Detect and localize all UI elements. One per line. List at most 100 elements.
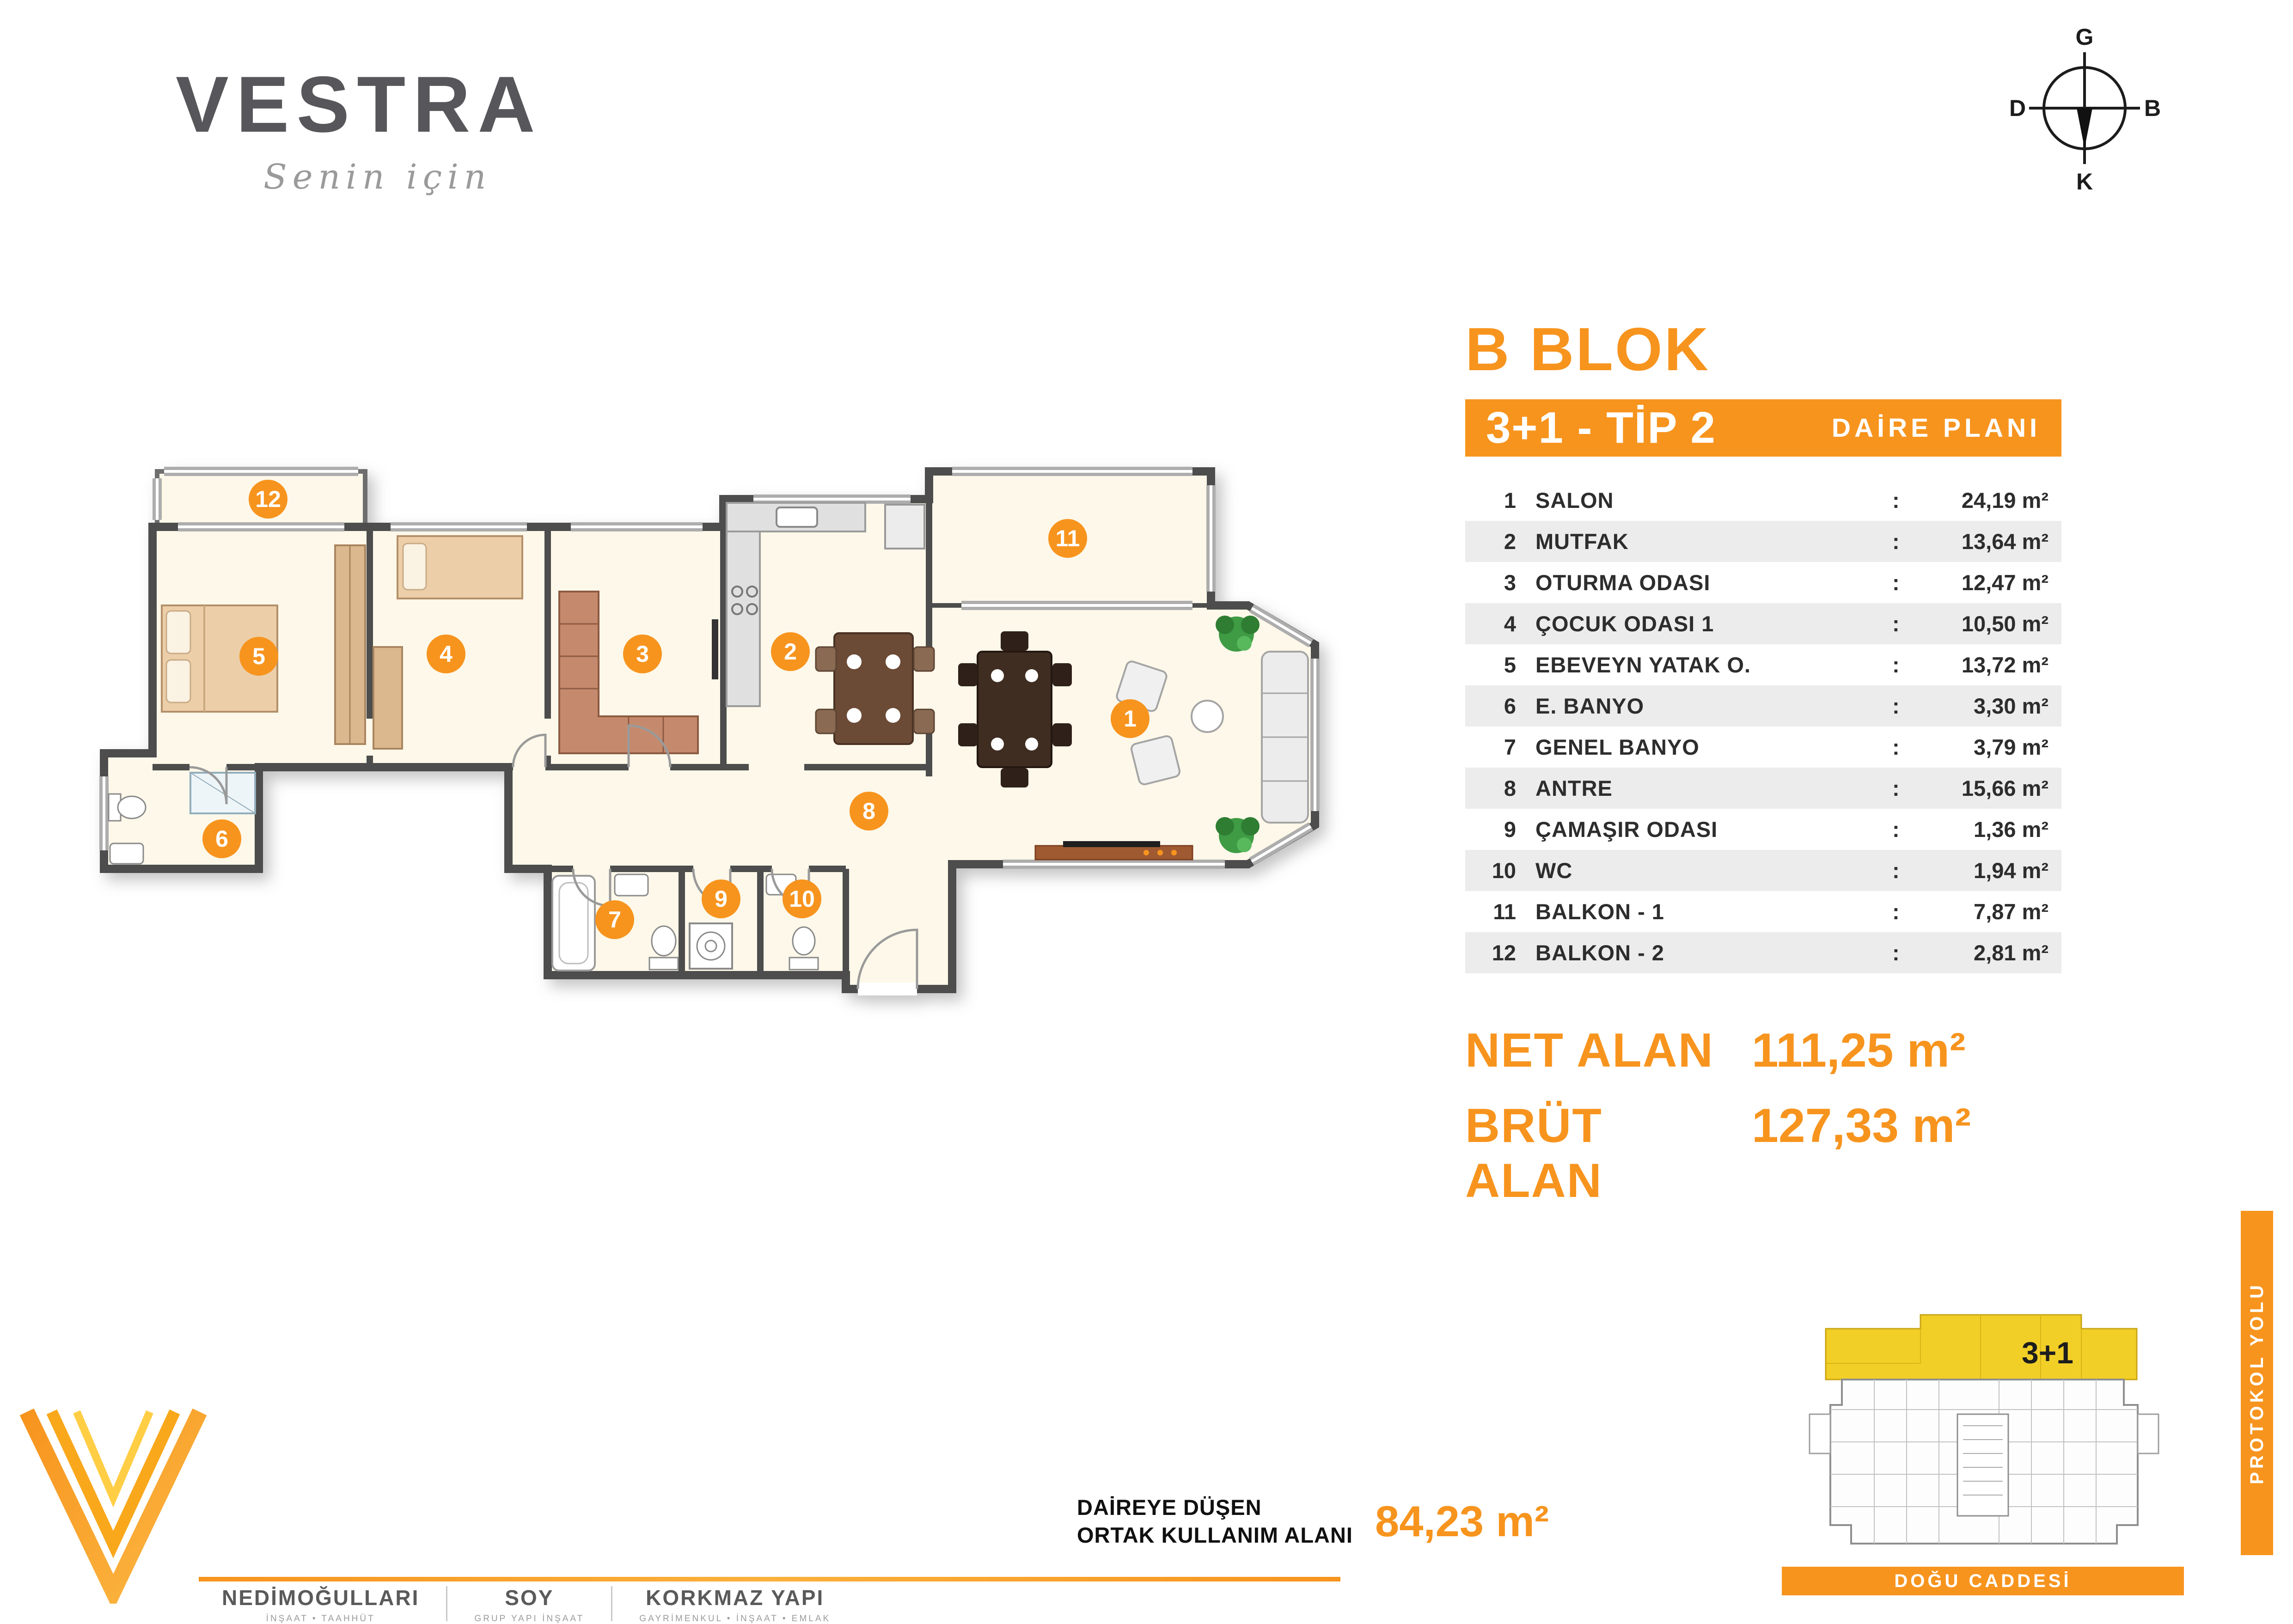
brand-block: VESTRA Senin için bbox=[176, 65, 543, 197]
compass-rose: G K D B bbox=[2009, 25, 2161, 195]
svg-text:2: 2 bbox=[784, 639, 797, 665]
svg-text:8: 8 bbox=[862, 798, 875, 824]
room-badge-1: 1 bbox=[1111, 699, 1150, 738]
room-number: 8 bbox=[1504, 776, 1516, 800]
room-number: 4 bbox=[1504, 611, 1516, 636]
svg-text:12: 12 bbox=[255, 486, 281, 512]
room-badge-6: 6 bbox=[202, 819, 241, 858]
stove-burner bbox=[731, 586, 743, 598]
plate bbox=[886, 654, 900, 669]
room-badge-10: 10 bbox=[783, 879, 821, 918]
entry-opening bbox=[858, 983, 917, 995]
table-row: 7 GENEL BANYO :3,79 m² bbox=[1465, 727, 2061, 768]
gross-area-value: 127,33 m² bbox=[1752, 1099, 1971, 1153]
room-name: BALKON - 2 bbox=[1535, 940, 1664, 965]
plant bbox=[1216, 817, 1260, 853]
street-bottom-bar: DOĞU CADDESİ bbox=[1782, 1567, 2184, 1595]
colon: : bbox=[1892, 858, 1900, 883]
window-glass-lines bbox=[103, 470, 1316, 866]
company-subtitle: GRUP YAPI İNŞAAT bbox=[474, 1614, 585, 1624]
sink bbox=[776, 507, 818, 528]
colon: : bbox=[1892, 940, 1900, 965]
room-name: SALON bbox=[1535, 488, 1614, 513]
room-area: 13,64 m² bbox=[1961, 529, 2048, 554]
svg-text:11: 11 bbox=[1056, 525, 1080, 551]
colon: : bbox=[1892, 817, 1900, 842]
chair bbox=[1001, 631, 1028, 651]
stove-burner bbox=[746, 586, 758, 598]
common-area-note: DAİREYE DÜŞEN ORTAK KULLANIM ALANI 84,23… bbox=[1077, 1494, 1549, 1549]
company-name: SOY bbox=[505, 1586, 554, 1610]
interior-walls bbox=[153, 471, 932, 989]
room-badges: 1 2 3 4 5 6 7 8 9 10 11 12 bbox=[202, 480, 1150, 939]
room-number: 10 bbox=[1492, 858, 1516, 883]
side-balcony bbox=[2137, 1413, 2159, 1454]
highlighted-unit bbox=[1825, 1314, 2138, 1380]
plate bbox=[886, 708, 900, 723]
building-core bbox=[1957, 1413, 2009, 1517]
room-number: 7 bbox=[1504, 735, 1516, 759]
side-balcony bbox=[1809, 1413, 1831, 1454]
table-row: 9 ÇAMAŞIR ODASI :1,36 m² bbox=[1465, 809, 2061, 850]
plan-label: DAİRE PLANI bbox=[1831, 413, 2041, 443]
type-bar: 3+1 - TİP 2 DAİRE PLANI bbox=[1465, 399, 2061, 457]
table-row: 2 MUTFAK :13,64 m² bbox=[1465, 521, 2061, 562]
company-block: KORKMAZ YAPI GAYRİMENKUL • İNŞAAT • EMLA… bbox=[639, 1585, 831, 1624]
pillow bbox=[165, 610, 191, 654]
room-table: 1 SALON :24,19 m² 2 MUTFAK :13,64 m² 3 O… bbox=[1465, 480, 2061, 973]
stove-burner bbox=[731, 603, 743, 615]
room-badge-3: 3 bbox=[623, 635, 662, 673]
room-name: ÇOCUK ODASI 1 bbox=[1535, 611, 1714, 636]
building-locator: 3+1 bbox=[1809, 1314, 2159, 1545]
room-number: 3 bbox=[1504, 570, 1516, 595]
v-stroke-middle bbox=[46, 1409, 180, 1558]
room-number: 9 bbox=[1504, 817, 1516, 842]
table-row: 8 ANTRE :15,66 m² bbox=[1465, 768, 2061, 809]
chair bbox=[1001, 768, 1028, 788]
room-badge-8: 8 bbox=[850, 792, 888, 830]
street-side-label: PROTOKOL YOLU bbox=[2246, 1282, 2267, 1484]
chair bbox=[815, 646, 837, 672]
footer-accent-line bbox=[199, 1577, 1340, 1581]
common-area-value: 84,23 m² bbox=[1375, 1497, 1549, 1546]
svg-text:7: 7 bbox=[608, 907, 621, 933]
toilet-tank bbox=[648, 957, 679, 971]
sink bbox=[614, 873, 649, 897]
street-side-bar: PROTOKOL YOLU bbox=[2241, 1211, 2273, 1555]
room-area: 24,19 m² bbox=[1961, 488, 2048, 513]
company-subtitle: GAYRİMENKUL • İNŞAAT • EMLAK bbox=[639, 1614, 831, 1624]
room-area: 7,87 m² bbox=[1974, 899, 2048, 924]
company-name: KORKMAZ YAPI bbox=[646, 1586, 825, 1610]
compass-circle bbox=[2042, 66, 2127, 150]
svg-text:1: 1 bbox=[1124, 706, 1137, 732]
table-row: 1 SALON :24,19 m² bbox=[1465, 480, 2061, 521]
table-row: 3 OTURMA ODASI :12,47 m² bbox=[1465, 562, 2061, 603]
room-name: E. BANYO bbox=[1535, 694, 1645, 718]
chair bbox=[1052, 663, 1072, 686]
table-row: 4 ÇOCUK ODASI 1 :10,50 m² bbox=[1465, 603, 2061, 644]
room-area: 2,81 m² bbox=[1974, 940, 2048, 965]
area-summary: NET ALAN 111,25 m² BRÜT ALAN 127,33 m² bbox=[1465, 1023, 2061, 1209]
chair bbox=[815, 708, 837, 734]
toilet bbox=[117, 795, 147, 819]
room-badge-11: 11 bbox=[1048, 519, 1087, 558]
room-badge-5: 5 bbox=[239, 637, 278, 676]
svg-text:9: 9 bbox=[715, 886, 728, 912]
chair bbox=[913, 708, 935, 734]
room-badge-4: 4 bbox=[427, 635, 465, 673]
chair bbox=[913, 646, 935, 672]
table-row: 11 BALKON - 1 :7,87 m² bbox=[1465, 891, 2061, 932]
chair bbox=[958, 663, 978, 686]
room-name: ANTRE bbox=[1535, 776, 1613, 800]
pillow bbox=[402, 543, 427, 591]
common-area-line2: ORTAK KULLANIM ALANI bbox=[1077, 1523, 1353, 1548]
compass-left-label: D bbox=[2009, 95, 2026, 121]
armchair bbox=[1130, 735, 1181, 786]
v-stroke-outer bbox=[19, 1408, 207, 1604]
room-area: 15,66 m² bbox=[1961, 776, 2048, 800]
table-row: 12 BALKON - 2 :2,81 m² bbox=[1465, 932, 2061, 973]
table-row: 10 WC :1,94 m² bbox=[1465, 850, 2061, 891]
washing-machine bbox=[689, 922, 733, 970]
divider bbox=[611, 1586, 613, 1621]
room-area: 1,94 m² bbox=[1974, 858, 2048, 883]
